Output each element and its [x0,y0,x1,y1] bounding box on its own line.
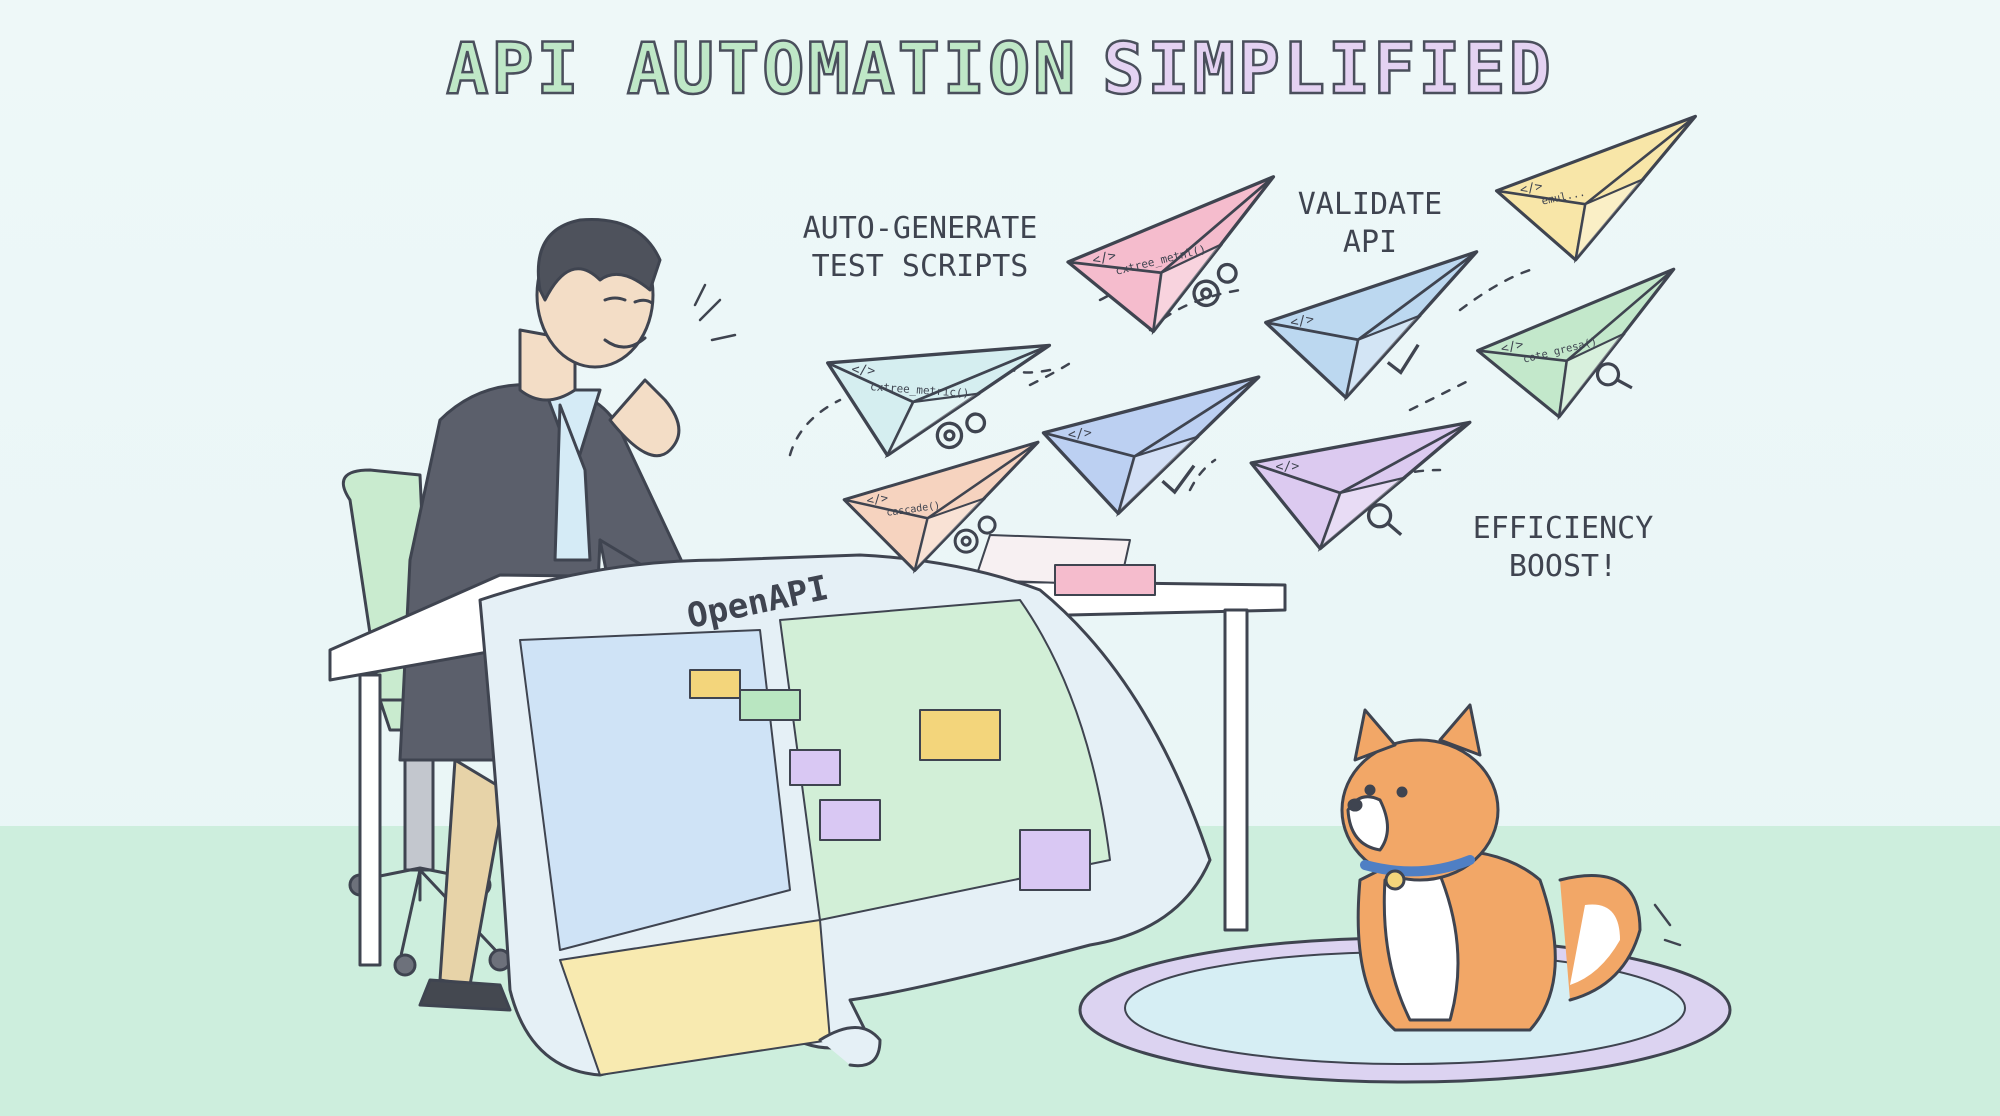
search-icon [1595,362,1633,390]
paper-plane: </> [1264,250,1479,402]
paper-plane: </> [1249,420,1472,553]
plane-code-tag: </> [1289,312,1315,331]
openapi-document: OpenAPI [478,553,1212,1077]
plane-code-tag: </> [1067,426,1092,443]
paper-plane: </>cascade() [842,440,1040,574]
caption-efficiency: EFFICIENCY BOOST! [1472,511,1654,584]
plane-code-tag: </> [866,491,889,508]
paper-plane: </>emul... [1494,114,1697,264]
plane-code-tag: </> [851,362,876,379]
paper-plane: </>cxtree_metric() [826,343,1052,459]
dog [1340,703,1682,1032]
check-icon [1161,464,1196,495]
plane-code-tag: </> [1518,178,1544,197]
paper-plane: </>cxtree_metnl() [1066,175,1276,336]
gear-icon [1192,262,1238,308]
plane-code-tag: </> [1499,336,1525,356]
title-part-1: API AUTOMATION [445,27,1079,112]
plane-code-tag: </> [1275,459,1299,475]
gear-icon [953,515,997,554]
caption-validate: VALIDATE API [1297,187,1443,260]
check-icon [1386,343,1420,375]
caption-generate: AUTO-GENERATE TEST SCRIPTS [802,211,1038,284]
plane-code-tag: </> [1091,248,1118,268]
gear-icon [935,412,987,450]
paper-plane: </> [1041,375,1261,518]
paper-plane: </>cote gresa() [1476,267,1676,421]
title-part-2: SIMPLIFIED [1101,27,1554,112]
search-icon [1366,503,1403,537]
page-title: API AUTOMATION SIMPLIFIED [0,27,2000,112]
